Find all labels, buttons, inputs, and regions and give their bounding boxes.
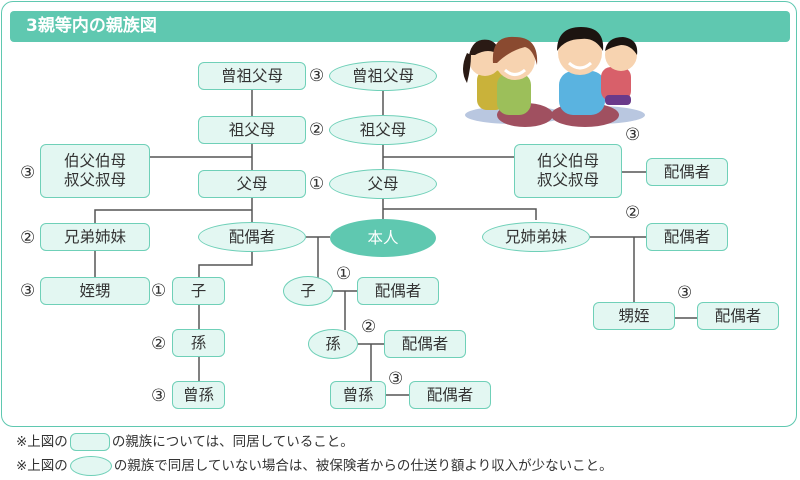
degree-l-siblings: ② [20, 228, 36, 248]
degree-l-child: ① [151, 281, 167, 301]
degree-r-nephew-niece: ③ [677, 283, 693, 303]
note-2-suffix: の親族で同居していない場合は、被保険者からの仕送り額より収入が少ないこと。 [113, 458, 613, 474]
legend-rect-symbol [69, 433, 110, 451]
node-l-parents: 父母 [198, 170, 306, 198]
node-self: 本人 [330, 219, 436, 257]
node-l-child: 子 [172, 277, 225, 305]
page-title: 3親等内の親族図 [26, 16, 157, 36]
degree-r-grandchild: ② [361, 317, 377, 337]
node-l-uncle-aunt: 伯父伯母 叔父叔母 [40, 144, 150, 198]
node-r-child: 子 [283, 276, 333, 306]
boy-body [601, 67, 631, 101]
node-r-great-grandparents: 曾祖父母 [329, 61, 437, 91]
node-r-parents: 父母 [329, 169, 437, 199]
father-hair [557, 27, 604, 51]
node-spouse: 配偶者 [198, 222, 306, 252]
note-non-cohabiting: ※上図の の親族で同居していない場合は、被保険者からの仕送り額より収入が少ないこ… [16, 456, 613, 476]
node-l-siblings: 兄弟姉妹 [40, 223, 150, 251]
node-r-child-spouse: 配偶者 [357, 277, 439, 305]
node-l-grandparents: 祖父母 [198, 116, 306, 144]
node-l-great-grandparents: 曾祖父母 [198, 62, 306, 90]
node-l-uncle-aunt-line2: 叔父叔母 [63, 171, 126, 189]
line-l-spouse-child [198, 250, 253, 277]
node-l-great-grandchild: 曾孫 [172, 381, 225, 409]
mother-body [497, 73, 531, 115]
legend-oval-symbol [69, 456, 112, 476]
girl-ponytail [463, 53, 471, 83]
title-bar [10, 11, 390, 42]
node-r-grandparents: 祖父母 [329, 115, 437, 145]
girl-hair [469, 39, 499, 55]
line-l-siblings [94, 209, 252, 224]
node-r-grandchild-spouse: 配偶者 [384, 330, 466, 358]
node-r-great-grandchild: 曾孫 [330, 381, 386, 409]
degree-l-nephew-niece: ③ [20, 281, 36, 301]
father-smile [567, 61, 593, 70]
degree-r-siblings: ② [625, 203, 641, 223]
node-l-uncle-aunt-line1: 伯父伯母 [63, 152, 126, 170]
node-r-great-grandchild-spouse: 配偶者 [409, 381, 491, 409]
line-r-siblings [383, 208, 537, 220]
node-r-uncle-aunt-line1: 伯父伯母 [536, 152, 599, 170]
degree-great-grandparents: ③ [309, 66, 325, 86]
family-illustration [463, 27, 645, 127]
mother-hair [492, 36, 538, 65]
degree-r-uncle-aunt: ③ [625, 125, 641, 145]
degree-l-great-grandchild: ③ [151, 386, 167, 406]
node-r-uncle-aunt-spouse: 配偶者 [646, 158, 728, 186]
node-r-siblings-spouse: 配偶者 [646, 223, 728, 251]
boy-shorts [605, 95, 631, 105]
mother-smile [503, 68, 527, 76]
note-1-prefix: ※上図の [16, 434, 68, 450]
degree-parents: ① [309, 174, 325, 194]
node-r-uncle-aunt: 伯父伯母 叔父叔母 [514, 144, 622, 198]
degree-r-great-grandchild: ③ [388, 369, 404, 389]
degree-l-uncle-aunt: ③ [20, 163, 36, 183]
note-2-prefix: ※上図の [16, 458, 68, 474]
node-l-grandchild: 孫 [172, 329, 225, 357]
father-body [559, 71, 605, 115]
node-r-grandchild: 孫 [308, 329, 358, 359]
node-l-nephew-niece: 姪甥 [40, 277, 150, 305]
degree-r-child: ① [336, 264, 352, 284]
node-r-siblings: 兄姉弟妹 [482, 222, 590, 252]
degree-grandparents: ② [309, 120, 325, 140]
node-r-nephew-niece-spouse: 配偶者 [697, 302, 779, 330]
node-r-nephew-niece: 甥姪 [593, 302, 675, 330]
boy-hair [605, 37, 638, 55]
degree-l-grandchild: ② [151, 334, 167, 354]
note-cohabiting: ※上図の の親族については、同居していること。 [16, 433, 354, 451]
note-1-suffix: の親族については、同居していること。 [111, 434, 354, 450]
node-r-uncle-aunt-line2: 叔父叔母 [536, 171, 599, 189]
